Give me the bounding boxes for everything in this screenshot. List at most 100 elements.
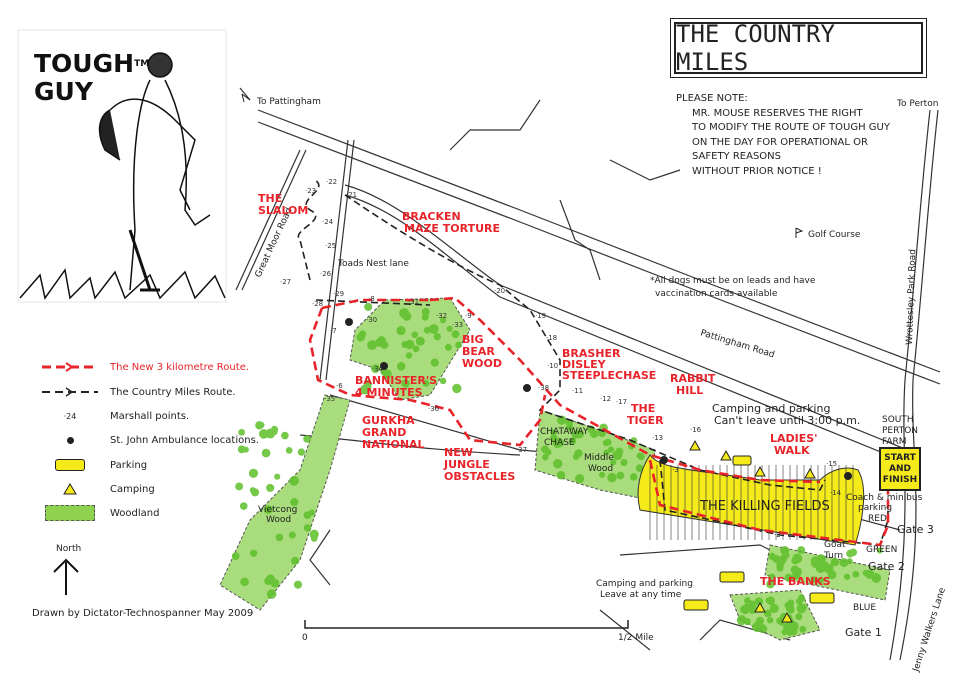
tree-dot <box>402 311 412 321</box>
tree-dot <box>849 548 858 557</box>
tree-dot <box>430 358 439 367</box>
marshal-point-14: ·14 <box>830 489 842 497</box>
tent-icon <box>689 439 701 451</box>
tree-dot <box>240 577 249 587</box>
note-heading: Please Note: <box>676 93 748 104</box>
red-gate-label: RED <box>868 514 887 524</box>
tree-dot <box>377 336 386 345</box>
tree-dot <box>565 423 574 431</box>
ambulance-dot <box>660 456 668 464</box>
car-icon <box>719 571 745 583</box>
tree-dot <box>367 340 377 350</box>
tent-icon <box>754 601 766 613</box>
rabbit-hill-label-2: HILL <box>676 384 703 397</box>
tree-dot <box>415 336 425 346</box>
ambulance-dot <box>380 362 388 370</box>
golf-flag-icon <box>795 227 804 238</box>
marshal-point-19: ·19 <box>535 312 546 320</box>
tree-dot <box>364 302 373 311</box>
tough-guy-logo: TOUGHTM GUY <box>34 50 149 106</box>
tree-dot <box>817 577 824 584</box>
marshall-point-icon: ·24 <box>63 411 77 421</box>
tree-dot <box>766 579 775 589</box>
tree-dot <box>422 379 430 387</box>
obstacle-labels: THE SLALOM BRACKEN MAZE TORTURE BIG BEAR… <box>258 192 831 588</box>
ambulance-dot <box>523 384 531 392</box>
bannisters-label: BANNISTER'S <box>355 374 437 387</box>
to-pattingham-label: To Pattingham <box>256 97 321 107</box>
tree-dot <box>765 597 773 604</box>
tree-dot <box>620 458 628 467</box>
gate1-label: Gate 1 <box>845 626 882 639</box>
tree-dot <box>846 558 853 565</box>
credit-line: Drawn by Dictator-Technospanner May 2009 <box>32 608 254 619</box>
tree-dot <box>781 629 788 636</box>
tree-dot <box>250 549 258 557</box>
great-moor-road-label: Great Moor Road <box>254 206 295 279</box>
tree-dot <box>557 415 567 425</box>
farm-label-2: PERTON <box>882 426 918 436</box>
marshal-point-17: ·17 <box>616 398 627 406</box>
marshal-point-30: ·30 <box>366 316 377 324</box>
tree-dot <box>396 326 406 336</box>
pattingham-road-label: Pattingham Road <box>699 328 776 360</box>
green-gate-label: GREEN <box>866 545 897 555</box>
legend-woodland: Woodland <box>110 507 160 519</box>
scale-half-mile: 1/2 Mile <box>618 633 654 643</box>
tree-dot <box>542 453 549 461</box>
tree-dot <box>797 546 806 554</box>
great-moor-road <box>235 149 301 291</box>
tree-dot <box>810 558 821 569</box>
middle-wood-label-2: Wood <box>588 464 613 474</box>
tree-dot <box>598 471 606 478</box>
tree-dot <box>550 429 557 436</box>
marshal-point-34: ·34 <box>372 365 384 373</box>
dogs-note-line2: vaccination cards available <box>655 289 778 299</box>
marshal-point-31: ·31 <box>408 298 419 306</box>
tree-dot <box>444 343 452 351</box>
marshal-point-13: ·13 <box>652 434 663 442</box>
slalom-label: THE <box>258 192 282 205</box>
dogs-note-line1: *All dogs must be on leads and have <box>650 276 816 286</box>
tree-dot <box>265 428 276 439</box>
tree-dot <box>405 352 413 359</box>
tree-dot <box>769 603 779 613</box>
tree-dot <box>371 364 380 374</box>
tree-dot <box>396 361 406 371</box>
tree-dot <box>736 615 747 626</box>
tent-icon <box>754 465 766 477</box>
please-note: Please Note: Mr. Mouse reserves the righ… <box>676 92 890 179</box>
gate2-label: Gate 2 <box>868 560 905 573</box>
tree-dot <box>290 498 299 507</box>
tree-dot <box>235 482 244 491</box>
gurkha-label-3: NATIONAL <box>362 438 425 451</box>
tree-dot <box>421 307 430 316</box>
toads-nest-lane <box>319 139 349 381</box>
tree-dot <box>862 569 869 576</box>
car-icon <box>30 459 110 471</box>
gurkha-label-2: GRAND <box>362 426 406 439</box>
tree-dot <box>261 448 271 458</box>
red-dashed-arrow-icon <box>30 362 110 372</box>
woodland-areas <box>219 297 891 641</box>
tree-dot <box>604 438 612 446</box>
gate3-label: Gate 3 <box>897 523 934 536</box>
brasher-label-2: DISLEY <box>562 358 607 371</box>
tree-dot <box>263 505 273 514</box>
coach-parking-line1: Coach & minibus <box>846 493 923 503</box>
tree-dot <box>231 552 240 561</box>
tree-dot <box>748 600 756 608</box>
tree-dot <box>275 533 284 542</box>
tent-icon <box>781 611 793 623</box>
tree-dot <box>439 377 447 385</box>
tree-dot <box>630 437 638 445</box>
marshal-point-15: ·15 <box>826 460 837 468</box>
tree-dot <box>852 570 860 578</box>
north-arrow-icon <box>53 558 79 595</box>
big-bear-label: BIG <box>462 333 484 346</box>
tree-dot <box>303 435 311 443</box>
farm-label: SOUTH <box>882 415 914 425</box>
logo-tm: TM <box>134 59 150 69</box>
tree-dot <box>755 616 764 626</box>
